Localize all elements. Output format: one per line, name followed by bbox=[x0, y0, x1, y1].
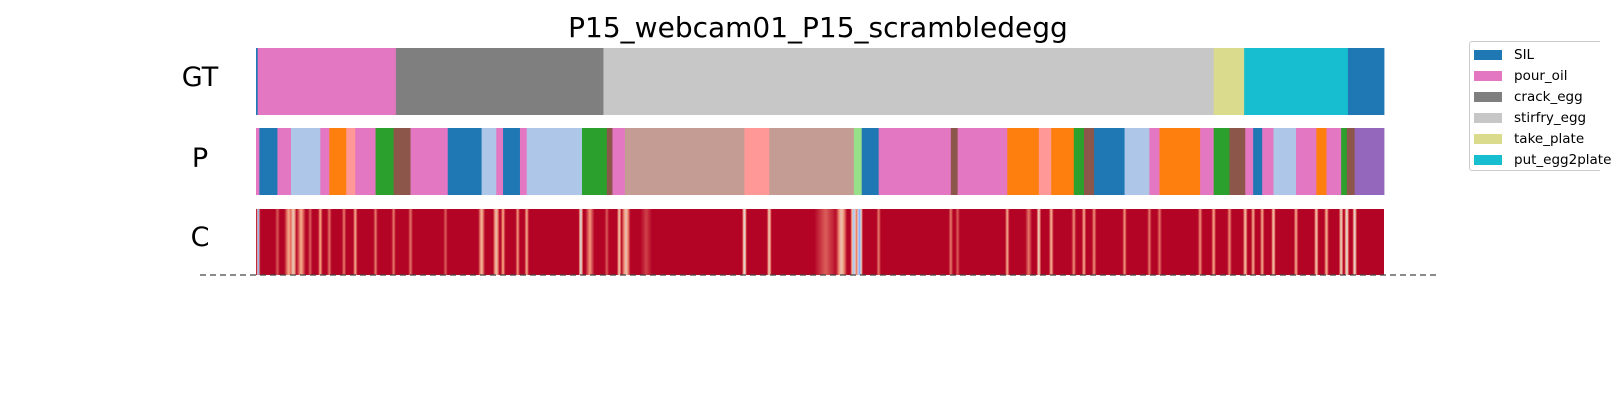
segment bbox=[957, 128, 1008, 195]
segment bbox=[1229, 128, 1246, 195]
legend-swatch bbox=[1474, 71, 1502, 81]
segment bbox=[481, 128, 497, 195]
legend-swatch bbox=[1474, 113, 1502, 123]
segment bbox=[290, 128, 321, 195]
segment bbox=[320, 128, 330, 195]
row-label-gt: GT bbox=[181, 62, 219, 93]
segment bbox=[624, 128, 745, 195]
segment bbox=[503, 128, 521, 195]
segment bbox=[346, 128, 356, 195]
segment bbox=[1124, 128, 1150, 195]
segment bbox=[1244, 48, 1349, 115]
segment bbox=[1341, 128, 1348, 195]
segment bbox=[526, 128, 583, 195]
segment bbox=[1273, 128, 1297, 195]
confidence-bar bbox=[256, 209, 1384, 275]
segment bbox=[853, 128, 863, 195]
segment bbox=[395, 48, 604, 115]
legend-label: take_plate bbox=[1514, 131, 1585, 147]
segment bbox=[1326, 128, 1342, 195]
segment bbox=[410, 128, 449, 195]
segment bbox=[355, 128, 376, 195]
legend-swatch bbox=[1474, 134, 1502, 144]
segment bbox=[1296, 128, 1317, 195]
segment bbox=[606, 128, 613, 195]
legend-label: put_egg2plate bbox=[1514, 152, 1611, 168]
segment bbox=[1253, 128, 1263, 195]
segment bbox=[375, 128, 395, 195]
segment bbox=[612, 128, 626, 195]
segment bbox=[1346, 128, 1356, 195]
segment bbox=[256, 128, 260, 195]
segment bbox=[1354, 128, 1385, 195]
segment bbox=[1051, 128, 1075, 195]
segment bbox=[519, 128, 528, 195]
legend-label: crack_egg bbox=[1514, 89, 1583, 105]
segment bbox=[256, 48, 259, 115]
segment bbox=[1149, 128, 1160, 195]
legend-swatch bbox=[1474, 92, 1502, 102]
segment bbox=[329, 128, 347, 195]
segment bbox=[1213, 128, 1230, 195]
segment bbox=[1007, 128, 1040, 195]
segment bbox=[447, 128, 482, 195]
legend-label: stirfry_egg bbox=[1514, 110, 1587, 126]
segment bbox=[769, 128, 855, 195]
legend-label: pour_oil bbox=[1514, 68, 1568, 84]
segment bbox=[1262, 128, 1274, 195]
segment bbox=[878, 128, 952, 195]
segment bbox=[1094, 128, 1125, 195]
segment bbox=[1213, 48, 1245, 115]
legend: SIL pour_oil crack_egg stirfry_egg take_… bbox=[1469, 41, 1611, 171]
segment bbox=[1038, 128, 1052, 195]
legend-swatch bbox=[1474, 50, 1502, 60]
row-label-c: C bbox=[190, 222, 210, 253]
gt-row bbox=[256, 48, 1385, 115]
segment bbox=[1316, 128, 1327, 195]
row-label-p: P bbox=[191, 143, 209, 174]
segment bbox=[744, 128, 770, 195]
segment bbox=[1159, 128, 1201, 195]
segment bbox=[496, 128, 504, 195]
chart-title: P15_webcam01_P15_scrambledegg bbox=[568, 11, 1068, 44]
segment bbox=[393, 128, 411, 195]
segment bbox=[603, 48, 1215, 115]
segment bbox=[1200, 128, 1215, 195]
legend-swatch bbox=[1474, 155, 1502, 165]
legend-label: SIL bbox=[1514, 47, 1535, 63]
segment bbox=[950, 128, 959, 195]
segment bbox=[581, 128, 608, 195]
prediction-row bbox=[256, 128, 1385, 195]
segment bbox=[1083, 128, 1095, 195]
segment bbox=[1245, 128, 1254, 195]
segment bbox=[277, 128, 292, 195]
segment bbox=[861, 128, 880, 195]
segment bbox=[257, 48, 397, 115]
segment bbox=[259, 128, 278, 195]
segment bbox=[1347, 48, 1385, 115]
segment bbox=[1073, 128, 1085, 195]
